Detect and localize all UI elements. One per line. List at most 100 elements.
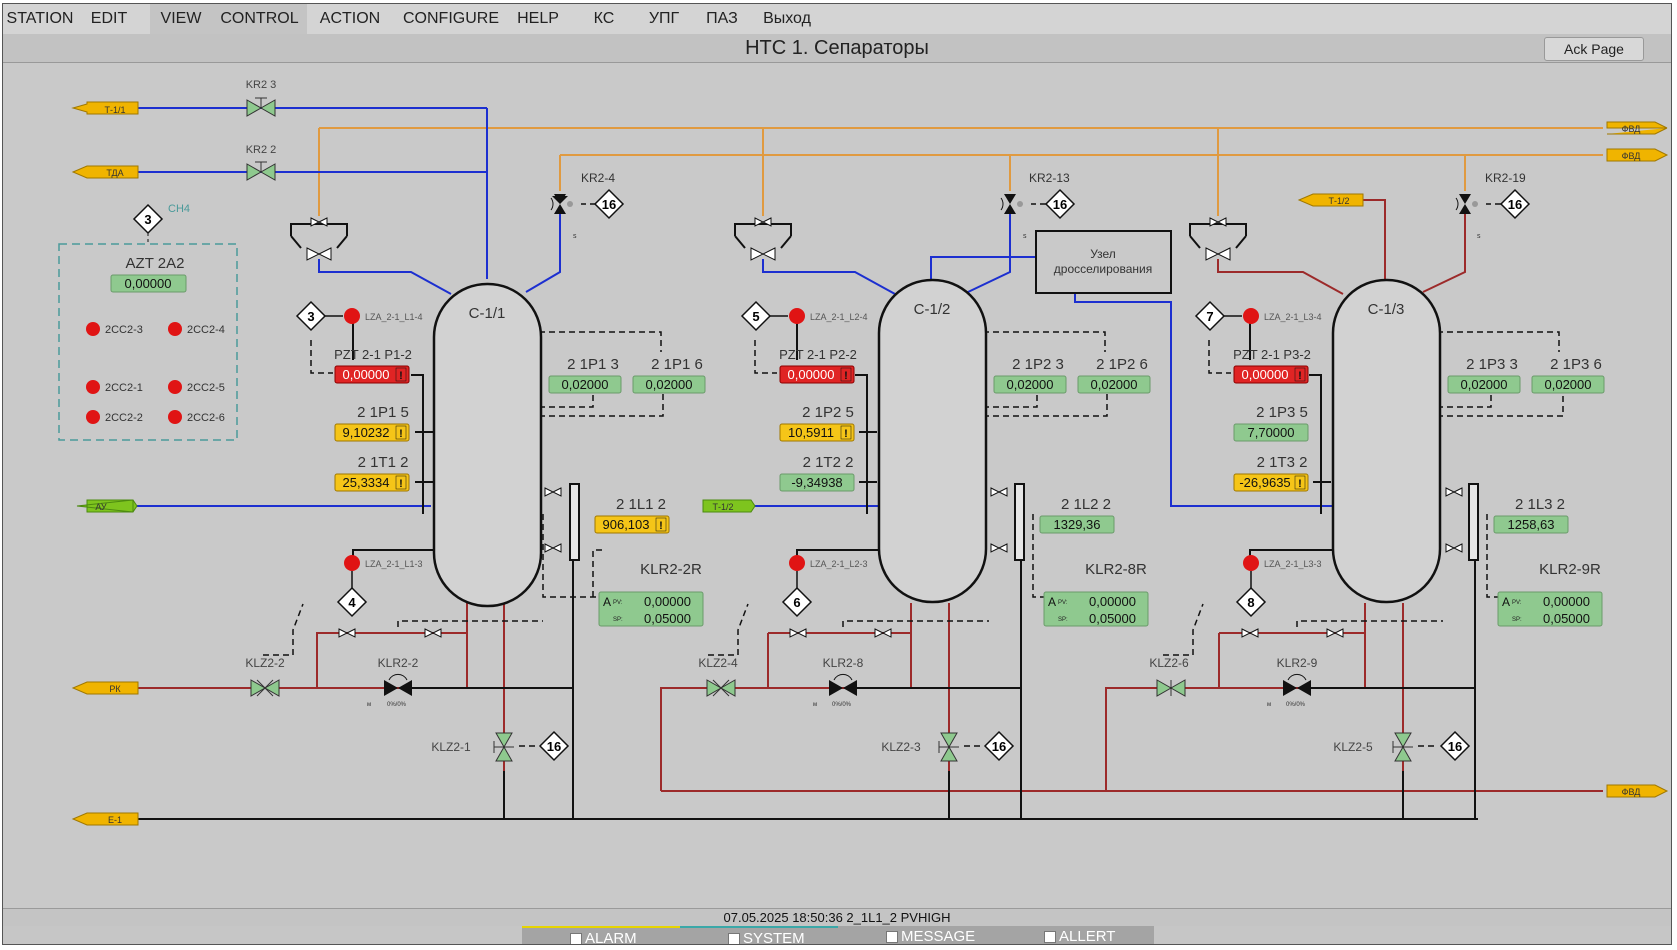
inlet-e1[interactable]: Е-1 — [71, 812, 139, 826]
message-checkbox[interactable] — [886, 931, 898, 943]
inlet-au[interactable]: АУ — [76, 499, 138, 513]
menu-upg[interactable]: УПГ — [648, 10, 680, 27]
svg-text:0%/0%: 0%/0% — [387, 702, 407, 708]
p6-box[interactable] — [1531, 375, 1605, 394]
tab-allert[interactable]: ALLERT — [996, 926, 1154, 944]
valve-kr213[interactable] — [1000, 194, 1023, 214]
valve-klz25[interactable] — [1392, 732, 1413, 762]
separator-vessel[interactable] — [1331, 278, 1442, 604]
diamond-up-label: 3 — [307, 309, 314, 324]
valve-kr22[interactable] — [246, 161, 276, 181]
valve-klr29[interactable] — [1283, 673, 1311, 696]
interlock-diamond-16-d[interactable]: 16 — [538, 730, 570, 762]
valve-kr24[interactable] — [550, 194, 573, 214]
safety-valve-3[interactable] — [1189, 217, 1247, 261]
menu-ks[interactable]: КС — [593, 10, 615, 27]
valve-klz24[interactable] — [706, 679, 736, 697]
menu-configure[interactable]: CONFIGURE — [403, 10, 499, 27]
inlet-t12a[interactable]: Т-1/2 — [702, 499, 756, 513]
interlock-diamond-16-b[interactable]: 16 — [1044, 188, 1076, 220]
menu-control[interactable]: CONTROL — [212, 4, 307, 34]
label-kr213: KR2-13 — [1029, 171, 1070, 185]
system-checkbox[interactable] — [728, 933, 740, 944]
pzt-box[interactable] — [779, 365, 855, 384]
label-kr213-s: s — [1023, 233, 1027, 240]
menu-action[interactable]: ACTION — [319, 10, 381, 27]
safety-valve-2[interactable] — [734, 217, 792, 261]
p3-box[interactable] — [1447, 375, 1521, 394]
pzt-box[interactable] — [1233, 365, 1309, 384]
svg-text:16: 16 — [547, 739, 561, 754]
valve-kr23[interactable] — [246, 97, 276, 117]
p5-alarm-icon — [395, 425, 407, 440]
pid-faceplate[interactable] — [1043, 591, 1149, 627]
p6-box[interactable] — [1077, 375, 1151, 394]
level-box[interactable] — [594, 515, 670, 534]
tab-system[interactable]: SYSTEM — [680, 926, 838, 944]
interlock-diamond-16-a[interactable]: 16 — [593, 188, 625, 220]
valve-kr219[interactable] — [1455, 194, 1478, 214]
allert-checkbox[interactable] — [1044, 931, 1056, 943]
p3-box[interactable] — [548, 375, 622, 394]
p5-box[interactable] — [779, 423, 855, 442]
tab-message[interactable]: MESSAGE — [838, 926, 996, 944]
pzt-alarm-icon — [1294, 367, 1306, 382]
interlock-diamond-up[interactable] — [740, 300, 772, 332]
valve-klz23[interactable] — [938, 732, 959, 762]
outlet-fvd-3[interactable]: ФВД — [1606, 784, 1669, 798]
svg-text:2СС2-1: 2СС2-1 — [105, 382, 143, 394]
t-box[interactable] — [779, 473, 855, 492]
menu-paz[interactable]: ПАЗ — [706, 10, 738, 27]
separator-vessel[interactable] — [877, 278, 988, 604]
pzt-alarm-mark: ! — [1298, 370, 1302, 382]
p5-box[interactable] — [334, 423, 410, 442]
t-box[interactable] — [1233, 473, 1309, 492]
svg-text:м: м — [813, 702, 817, 708]
label-kr23: KR2 3 — [246, 79, 277, 91]
t-box[interactable] — [334, 473, 410, 492]
interlock-diamond-16-e[interactable]: 16 — [983, 730, 1015, 762]
inline-valves[interactable] — [338, 487, 1463, 638]
interlock-diamond-down[interactable] — [781, 586, 813, 618]
alarm-status-line[interactable]: 07.05.2025 18:50:36 2_1L1_2 PVHIGH — [3, 908, 1671, 927]
p6-box[interactable] — [632, 375, 706, 394]
valve-klr28[interactable] — [829, 673, 857, 696]
p5-box[interactable] — [1233, 423, 1309, 442]
outlet-fvd-1[interactable]: ФВД — [1606, 121, 1668, 135]
menu-help[interactable]: HELP — [517, 10, 559, 27]
level-box[interactable] — [1039, 515, 1115, 534]
inlet-t11[interactable]: Т-1/1 — [71, 101, 139, 115]
pid-faceplate[interactable] — [1497, 591, 1603, 627]
inlet-t12b[interactable]: Т-1/2 — [1297, 193, 1364, 207]
menu-edit[interactable]: EDIT — [90, 10, 128, 27]
outlet-fvd-2[interactable]: ФВД — [1606, 148, 1669, 162]
menu-exit[interactable]: Выход — [763, 10, 811, 27]
separator-vessel[interactable] — [432, 282, 543, 608]
throttling-node[interactable]: Узел дросселирования — [1035, 230, 1172, 294]
menu-station[interactable]: STATION — [6, 10, 74, 27]
ack-page-button[interactable]: Ack Page — [1544, 37, 1644, 61]
interlock-diamond-up[interactable] — [1194, 300, 1226, 332]
valve-klr22[interactable] — [384, 673, 412, 696]
menu-view[interactable]: VIEW — [150, 4, 212, 34]
svg-text:2СС2-2: 2СС2-2 — [105, 412, 143, 424]
svg-text:KLR2-9: KLR2-9 — [1277, 656, 1318, 670]
valve-klz21[interactable] — [493, 732, 514, 762]
alarm-checkbox[interactable] — [570, 933, 582, 944]
p3-box[interactable] — [993, 375, 1067, 394]
interlock-diamond-up[interactable] — [295, 300, 327, 332]
inlet-rk[interactable]: РК — [71, 681, 139, 695]
valve-klz22[interactable] — [250, 679, 280, 697]
interlock-diamond-down[interactable] — [336, 586, 368, 618]
interlock-diamond-down[interactable] — [1235, 586, 1267, 618]
valve-klz26[interactable] — [1156, 679, 1186, 697]
safety-valve-1[interactable] — [290, 217, 348, 261]
level-value: 1258,63 — [1508, 517, 1555, 532]
tab-alarm[interactable]: ALARM — [522, 926, 680, 944]
level-box[interactable] — [1493, 515, 1569, 534]
interlock-diamond-16-f[interactable]: 16 — [1439, 730, 1471, 762]
pid-faceplate[interactable] — [598, 591, 704, 627]
inlet-tda[interactable]: ТДА — [71, 165, 139, 179]
pzt-box[interactable] — [334, 365, 410, 384]
interlock-diamond-16-c[interactable]: 16 — [1499, 188, 1531, 220]
